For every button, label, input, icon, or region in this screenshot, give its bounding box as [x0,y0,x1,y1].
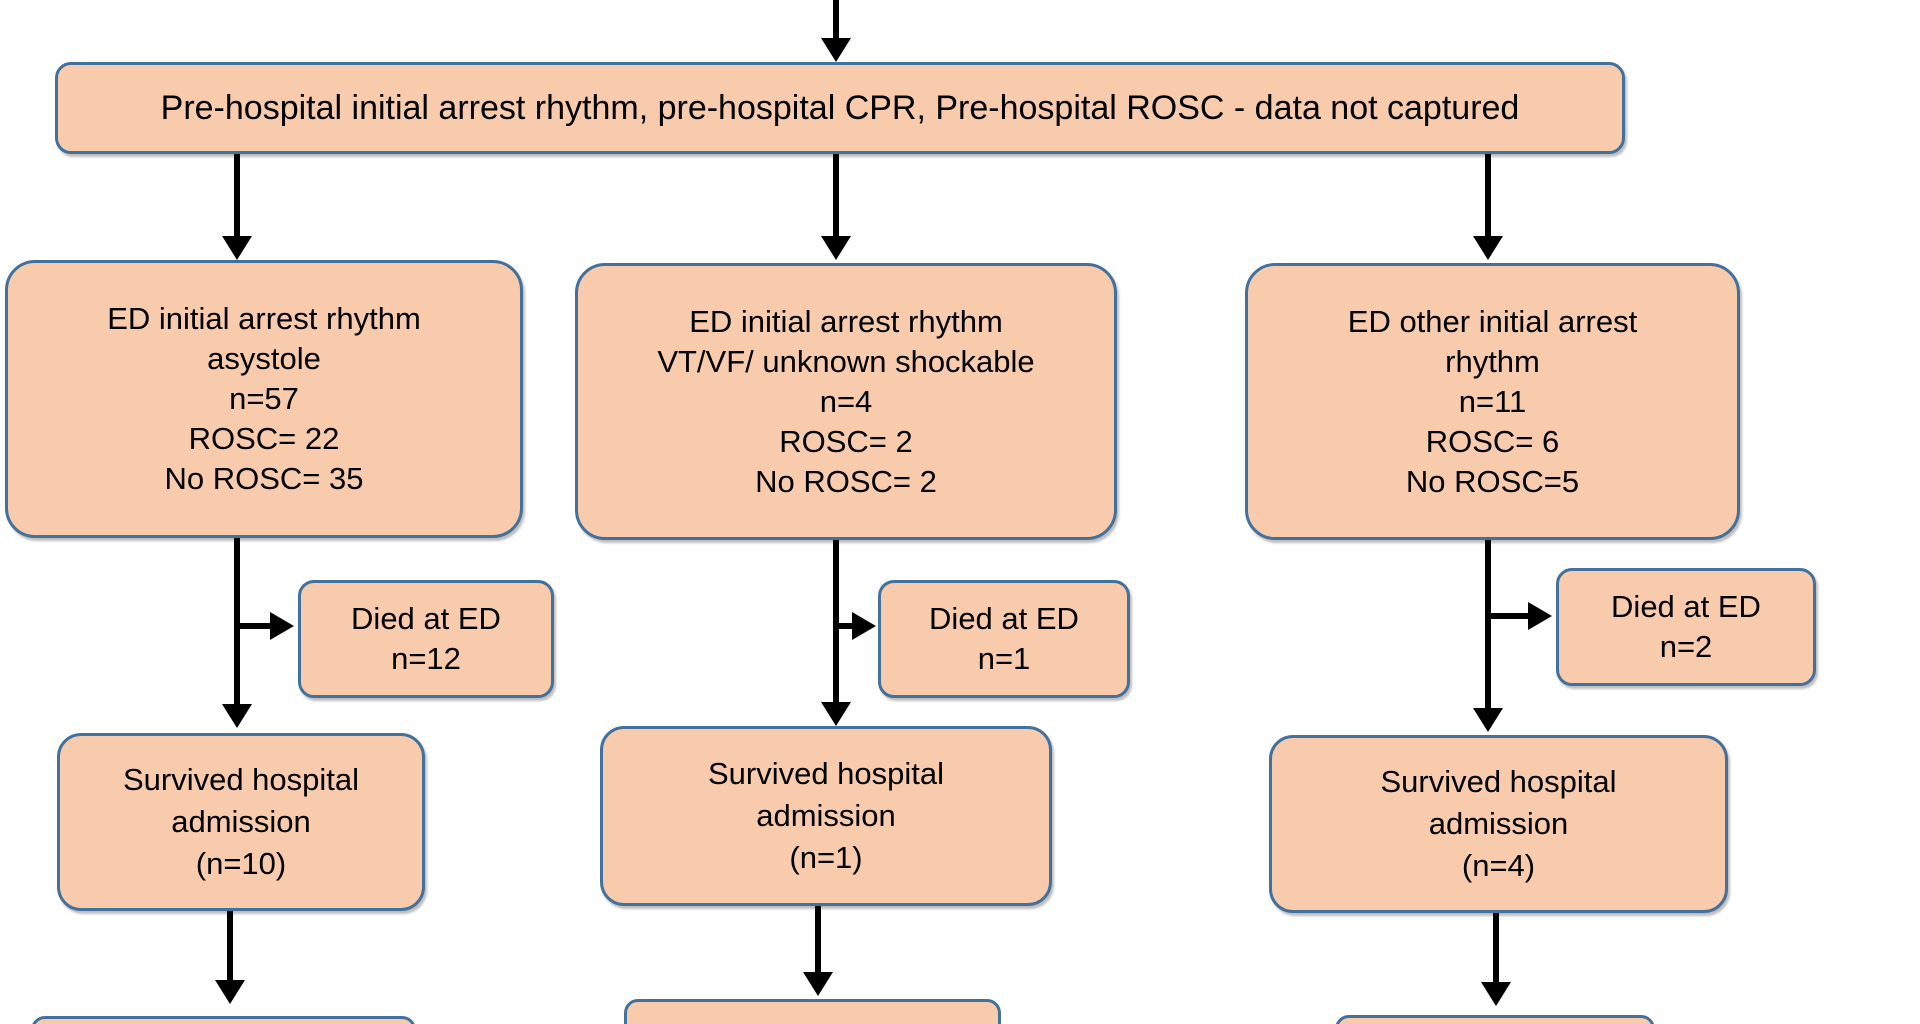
box-text-line: ROSC= 6 [1425,423,1560,459]
arrow-right-icon [1528,602,1552,630]
died-at-ed-box: Died at ED n=2 [1556,568,1816,686]
cutoff-box [624,999,1001,1024]
arrow-down-icon [821,702,851,726]
box-text-line: n=57 [229,381,299,416]
box-text-line: (n=4) [1461,848,1536,883]
box-text-line: ED other initial arrest [1347,303,1638,339]
box-text-line: Died at ED [351,601,501,636]
box-text-line: Died at ED [1611,589,1761,624]
box-text-line: No ROSC= 35 [164,461,364,496]
connector-line [833,0,839,40]
box-text-line: n=1 [977,641,1031,676]
box-text-line: rhythm [1445,343,1540,379]
arrow-down-icon [215,980,245,1004]
box-text-line: admission [171,804,311,839]
box-text-line: n=12 [391,641,461,676]
box-text-line: Survived hospital [1380,764,1617,799]
box-text-line: Survived hospital [707,756,945,791]
box-text-line: n=2 [1659,629,1713,664]
prehospital-data-text: Pre-hospital initial arrest rhythm, pre-… [160,88,1520,127]
connector-line [1485,540,1491,710]
arrow-down-icon [1481,982,1511,1006]
connector-line [1485,154,1491,238]
arrow-down-icon [1473,708,1503,732]
box-text-line: ROSC= 22 [188,421,340,456]
connector-line [234,154,240,238]
arrow-right-icon [270,612,294,640]
arrow-down-icon [821,236,851,260]
box-text-line: ED initial arrest rhythm [689,303,1003,339]
connector-line [1493,913,1499,984]
connector-line [836,623,852,629]
connector-line [833,154,839,238]
arrow-right-icon [852,612,876,640]
box-text-line: No ROSC= 2 [755,463,937,499]
arrow-down-icon [222,236,252,260]
connector-line [1488,613,1528,619]
rhythm-box-asystole: ED initial arrest rhythm asystole n=57 R… [5,260,523,538]
box-text-line: admission [1428,806,1569,841]
box-text-line: asystole [207,341,321,376]
survived-admission-box: Survived hospital admission (n=1) [600,726,1052,906]
died-at-ed-box: Died at ED n=12 [298,580,554,698]
connector-line [227,911,233,982]
connector-line [815,906,821,974]
connector-line [833,540,839,704]
box-text-line: ED initial arrest rhythm [107,301,421,336]
box-text-line: Died at ED [929,601,1079,636]
connector-line [237,623,270,629]
rhythm-box-other: ED other initial arrest rhythm n=11 ROSC… [1245,263,1740,540]
arrow-down-icon [821,38,851,62]
box-text-line: No ROSC=5 [1405,463,1580,499]
connector-line [234,538,240,706]
box-text-line: VT/VF/ unknown shockable [657,343,1035,379]
box-text-line: (n=1) [789,840,863,875]
box-text-line: (n=10) [195,846,287,881]
box-text-line: Survived hospital [122,762,360,797]
box-text-line: n=11 [1458,383,1527,419]
arrow-down-icon [1473,236,1503,260]
box-text-line: n=4 [819,383,873,419]
arrow-down-icon [222,704,252,728]
survived-admission-box: Survived hospital admission (n=10) [57,733,425,911]
box-text-line: admission [756,798,896,833]
survived-admission-box: Survived hospital admission (n=4) [1269,735,1728,913]
rhythm-box-shockable: ED initial arrest rhythm VT/VF/ unknown … [575,263,1117,540]
cutoff-box [31,1016,416,1024]
arrow-down-icon [803,972,833,996]
box-text-line: ROSC= 2 [779,423,913,459]
prehospital-data-box: Pre-hospital initial arrest rhythm, pre-… [55,62,1625,154]
died-at-ed-box: Died at ED n=1 [878,580,1130,698]
cutoff-box [1335,1015,1655,1024]
